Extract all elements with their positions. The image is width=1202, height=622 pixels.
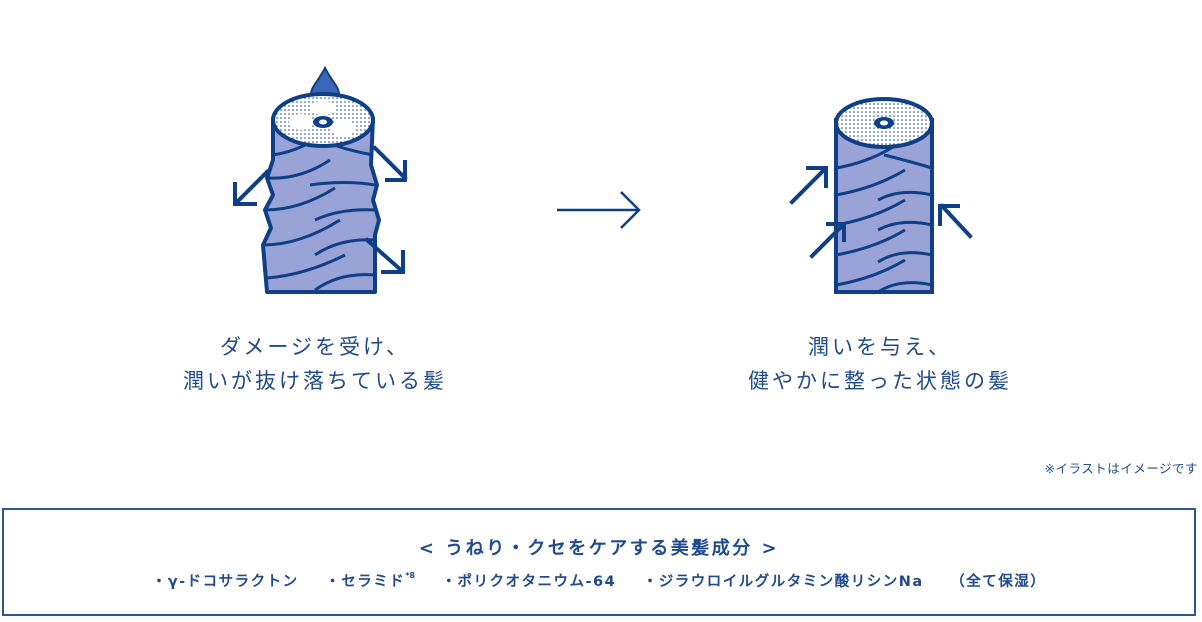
healthy-hair-illustration <box>780 90 980 300</box>
ingredient-label: ・ポリクオタニウム-64 <box>441 574 617 590</box>
ingredient-item: ・γ-ドコサラクトン <box>152 570 299 591</box>
healthy-caption-line2: 健やかに整った状態の髪 <box>748 369 1012 393</box>
ingredient-label: ・ジラウロイルグルタミン酸リシンNa <box>642 574 924 590</box>
ingredient-label: ・γ-ドコサラクトン <box>151 574 299 590</box>
ingredient-footnote: *8 <box>405 571 415 580</box>
ingredients-box: < うねり・クセをケアする美髪成分 > ・γ-ドコサラクトン ・セラミド*8 ・… <box>2 508 1196 616</box>
transition-arrow-icon <box>555 185 645 235</box>
damaged-hair-illustration <box>215 60 415 300</box>
ingredients-suffix: （全て保湿） <box>950 574 1047 590</box>
ingredients-heading: < うねり・クセをケアする美髪成分 > <box>418 538 780 559</box>
ingredient-item: ・ポリクオタニウム-64 <box>442 570 617 591</box>
ingredient-item: ・ジラウロイルグルタミン酸リシンNa <box>643 570 924 591</box>
healthy-caption-line1: 潤いを与え、 <box>808 335 952 359</box>
damaged-hair-caption: ダメージを受け、 潤いが抜け落ちている髪 <box>135 330 495 398</box>
illustration-note: ※イラストはイメージです <box>1044 461 1198 476</box>
damaged-caption-line1: ダメージを受け、 <box>220 335 410 359</box>
ingredient-item: ・セラミド*8 <box>325 570 415 591</box>
ingredient-label: ・セラミド <box>325 574 406 590</box>
healthy-hair-caption: 潤いを与え、 健やかに整った状態の髪 <box>700 330 1060 398</box>
ingredients-list: ・γ-ドコサラクトン ・セラミド*8 ・ポリクオタニウム-64 ・ジラウロイルグ… <box>4 570 1194 591</box>
damaged-caption-line2: 潤いが抜け落ちている髪 <box>183 369 447 393</box>
